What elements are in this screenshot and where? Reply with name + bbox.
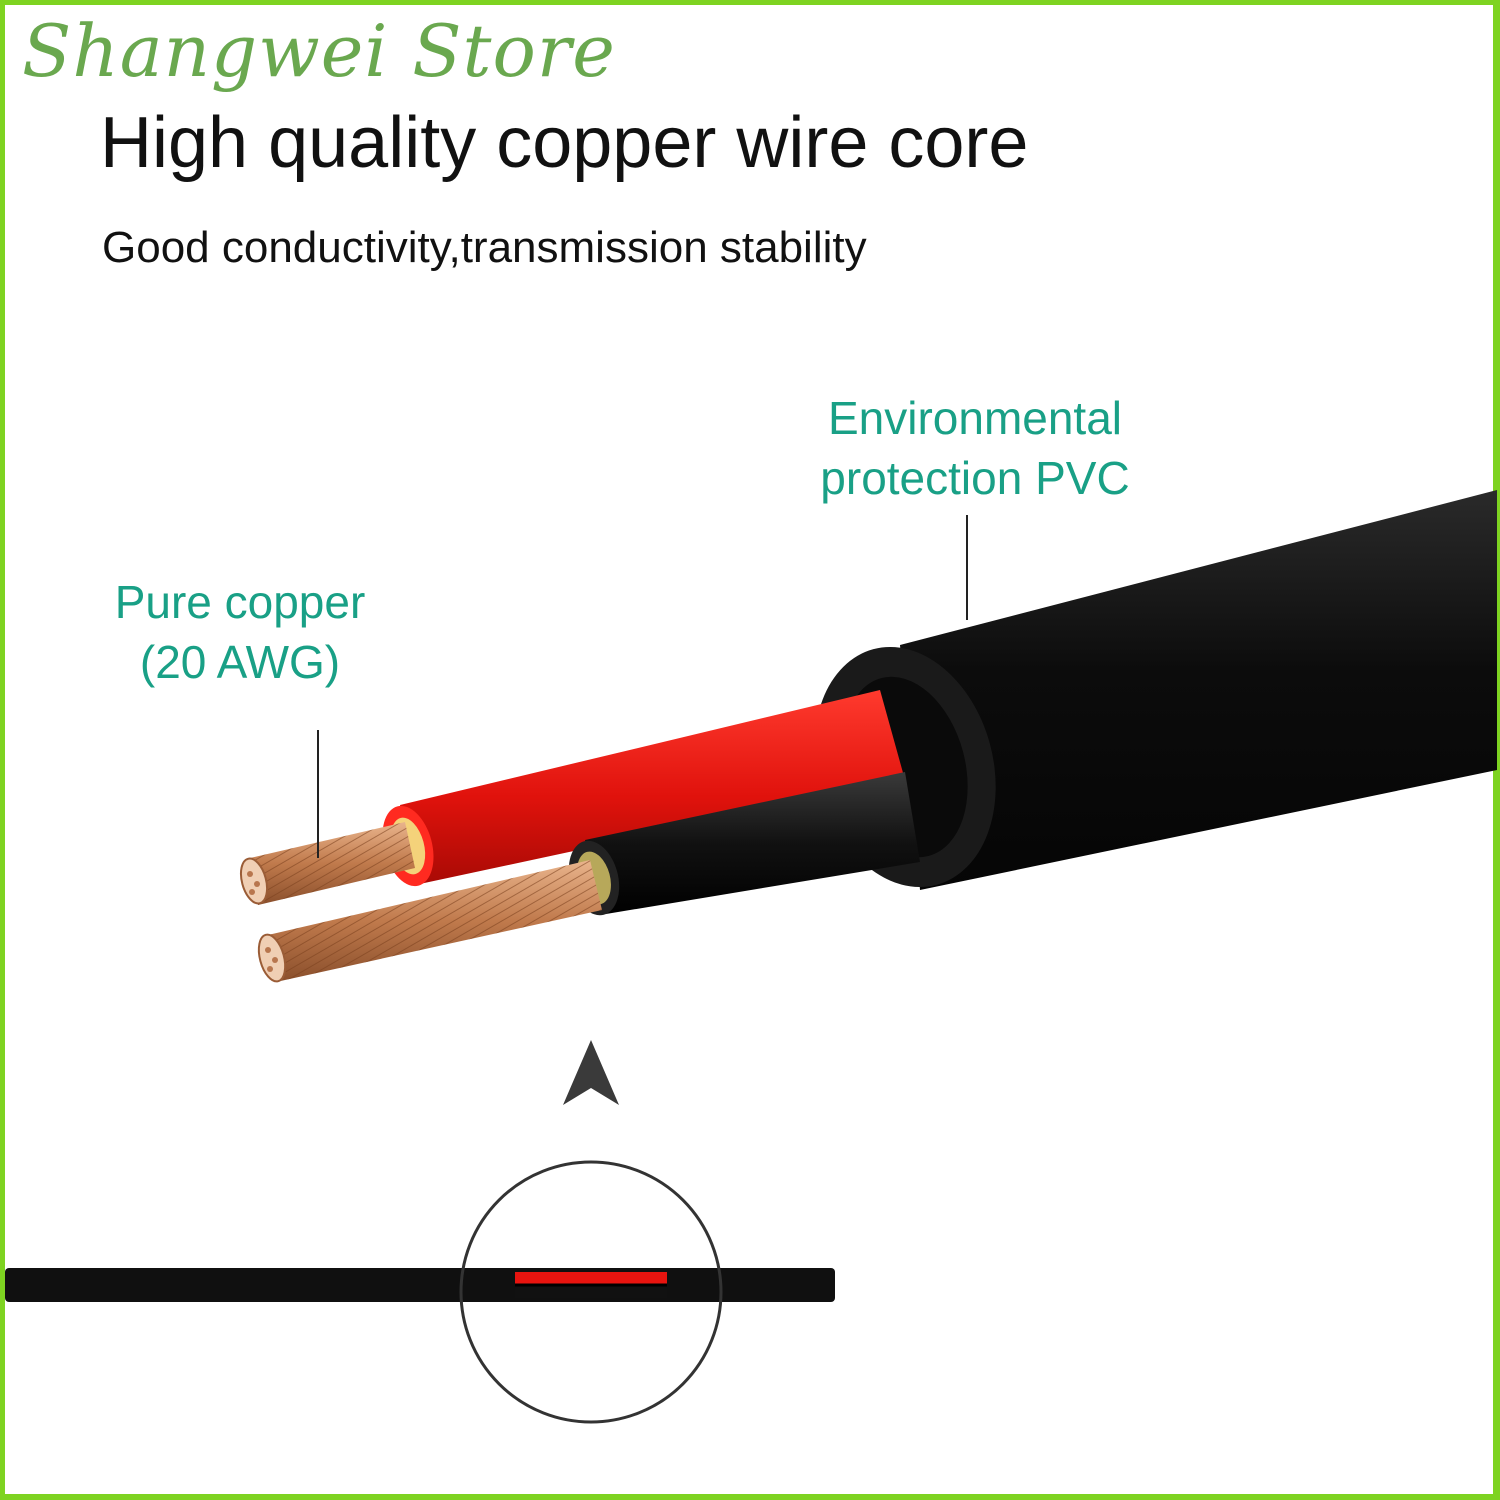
pvc-callout-line1: Environmental (827, 392, 1123, 444)
copper-callout: Pure copper (20 AWG) (90, 572, 390, 692)
copper-strand-lower (257, 860, 602, 983)
pvc-callout: Environmental protection PVC (800, 388, 1150, 508)
copper-callout-line1: Pure copper (114, 576, 366, 628)
brand-logo: Shangwei Store (22, 9, 616, 93)
cable-side-view (5, 1268, 835, 1302)
arrow-up-icon (563, 1040, 619, 1105)
copper-strand-upper (239, 822, 415, 905)
pvc-callout-line2: protection PVC (820, 452, 1130, 504)
copper-callout-line2: (20 AWG) (139, 636, 341, 688)
page-title: High quality copper wire core (100, 103, 1029, 183)
page-subtitle: Good conductivity,transmission stability (102, 223, 867, 272)
zoom-circle (459, 1160, 723, 1424)
